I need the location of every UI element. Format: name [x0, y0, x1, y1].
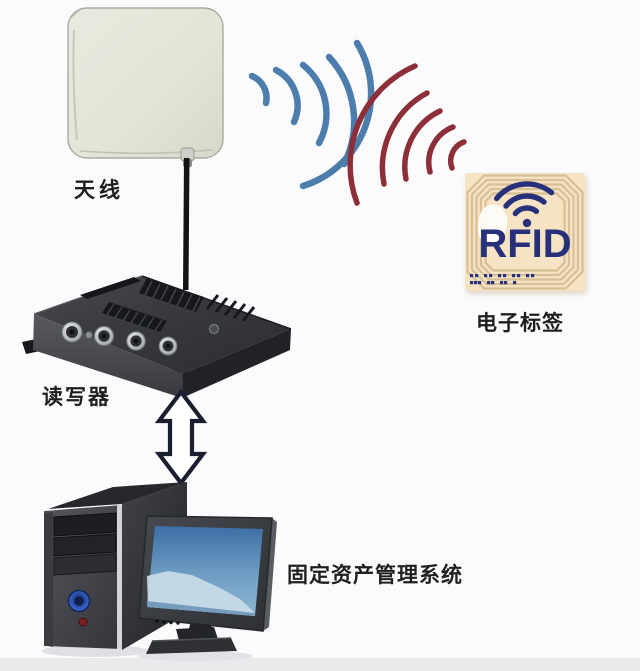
- bidirectional-arrow-icon: [154, 388, 208, 487]
- floor-band: [0, 658, 640, 671]
- antenna-pole: [183, 158, 190, 290]
- rfid-tag-text: RFID: [478, 222, 572, 266]
- wifi-signal-icon: [493, 181, 555, 228]
- rfid-tag-artwork: [466, 174, 584, 290]
- rfid-tag: RFID: [465, 173, 585, 291]
- drive-bay-2: [53, 533, 117, 557]
- reader-device: [22, 158, 292, 398]
- reader-heatsink-fins: [102, 278, 256, 332]
- tag-highlight: [477, 204, 508, 244]
- monitor-base: [146, 638, 237, 654]
- system-label: 固定资产管理系统: [287, 563, 463, 587]
- reader-right-face: [182, 329, 291, 398]
- radio-waves-icon: [248, 39, 467, 206]
- reader-led: [85, 331, 93, 339]
- tag-contact-dots: [470, 274, 535, 285]
- antenna-panel: [67, 7, 224, 159]
- reader-antenna-connectors: [61, 321, 178, 356]
- antenna-label: 天线: [74, 178, 124, 202]
- computer-monitor: [138, 515, 277, 654]
- monitor-buttons: [155, 619, 180, 625]
- drive-bay-1: [53, 512, 117, 537]
- computer-workstation: [41, 482, 277, 661]
- reader-logo: [208, 323, 220, 335]
- reset-button: [78, 617, 88, 627]
- tag-label: 电子标签: [476, 311, 564, 335]
- reader-slot: [80, 277, 141, 299]
- drive-bay-3: [53, 553, 117, 576]
- reader-label: 读写器: [42, 385, 111, 409]
